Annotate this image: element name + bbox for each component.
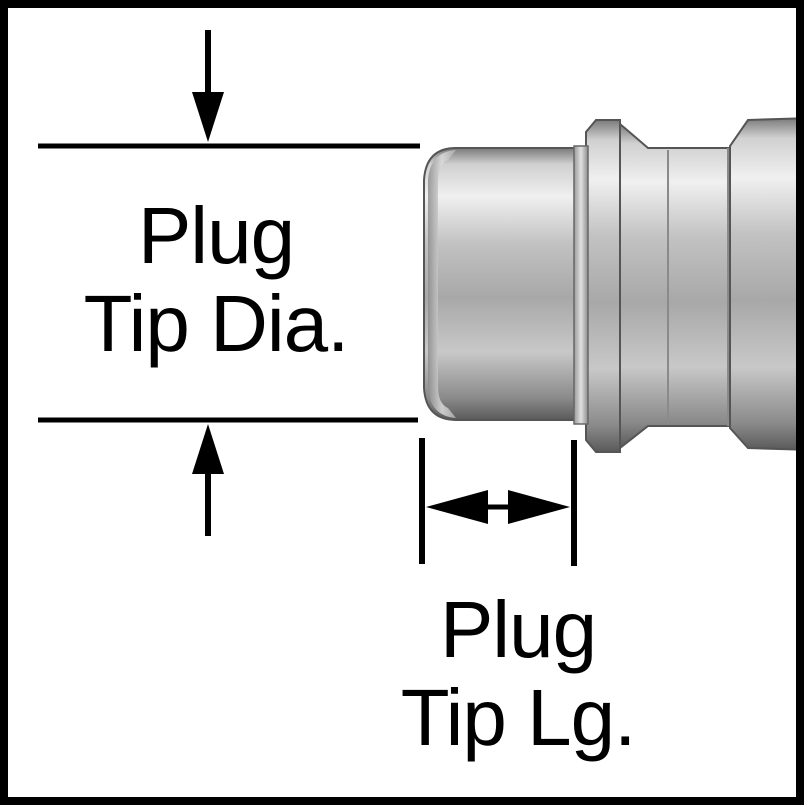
tip-length-label: Plug Tip Lg. (328, 586, 708, 762)
plug-dimension-diagram (38, 30, 796, 566)
plug-groove (619, 121, 731, 451)
dimension-arrow-icon (192, 30, 224, 142)
plug-tip (423, 147, 581, 421)
tip-diameter-label-line1: Plug (137, 191, 295, 280)
plug-collar (585, 119, 621, 453)
plug-tip-chamfer (428, 150, 456, 418)
dimension-arrow-icon (192, 424, 224, 536)
tip-length-label-line2: Tip Lg. (400, 673, 637, 762)
tip-diameter-label-line2: Tip Dia. (83, 279, 350, 368)
tip-length-label-line1: Plug (439, 585, 597, 674)
plug-body (423, 117, 796, 453)
tip-diameter-label: Plug Tip Dia. (38, 192, 394, 368)
plug-shoulder (573, 145, 589, 425)
plug-rear-body (729, 117, 796, 451)
dimension-arrow-icon (426, 490, 570, 524)
